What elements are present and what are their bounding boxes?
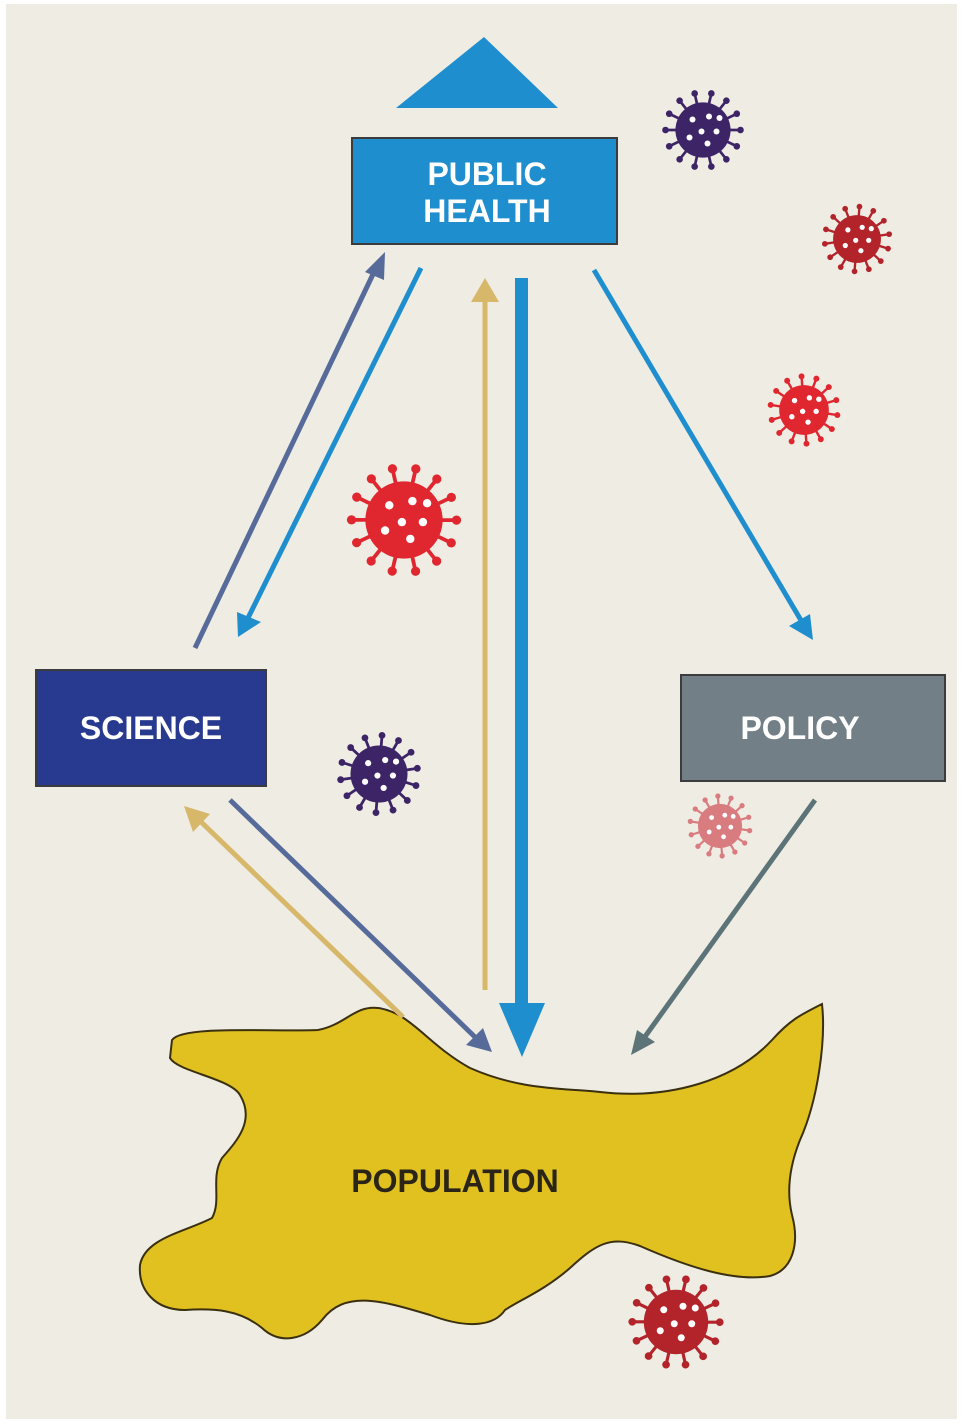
- arrow-policy-to-population: [641, 798, 818, 1040]
- arrowhead: [237, 612, 261, 637]
- arrow-public-health-to-policy: [591, 268, 805, 624]
- arrow-population-to-science: [195, 816, 405, 1019]
- roof-triangle-icon: [396, 37, 558, 108]
- node-public-health: PUBLIC HEALTH: [351, 137, 618, 245]
- virus-icon: [346, 464, 462, 576]
- virus-icon: [767, 373, 841, 447]
- public-health-label-line1: PUBLIC: [427, 156, 546, 192]
- arrowhead: [499, 1003, 545, 1057]
- virus-icon: [662, 90, 744, 170]
- virus-icon: [687, 793, 753, 859]
- node-science: SCIENCE: [35, 669, 267, 787]
- public-health-label-line2: HEALTH: [423, 193, 550, 229]
- science-label: SCIENCE: [80, 710, 222, 746]
- viruses: [337, 90, 893, 1369]
- policy-label: POLICY: [740, 710, 859, 746]
- arrowhead: [184, 806, 210, 832]
- arrows: [184, 252, 818, 1057]
- arrow-science-to-population: [228, 798, 478, 1040]
- virus-icon: [821, 203, 893, 275]
- arrow-public-health-to-science: [245, 266, 424, 620]
- arrowhead: [466, 1028, 492, 1052]
- arrow-science-to-public-health: [192, 268, 378, 650]
- arrowhead: [631, 1030, 655, 1055]
- node-policy: POLICY: [680, 674, 946, 782]
- population-label: POPULATION: [351, 1163, 558, 1199]
- virus-icon: [628, 1275, 724, 1369]
- arrowhead: [471, 278, 499, 302]
- arrow-public-health-to-population: [515, 278, 528, 1008]
- arrowhead: [365, 252, 385, 280]
- population-shape: [138, 1002, 825, 1340]
- virus-icon: [337, 731, 421, 817]
- arrowhead: [789, 614, 813, 640]
